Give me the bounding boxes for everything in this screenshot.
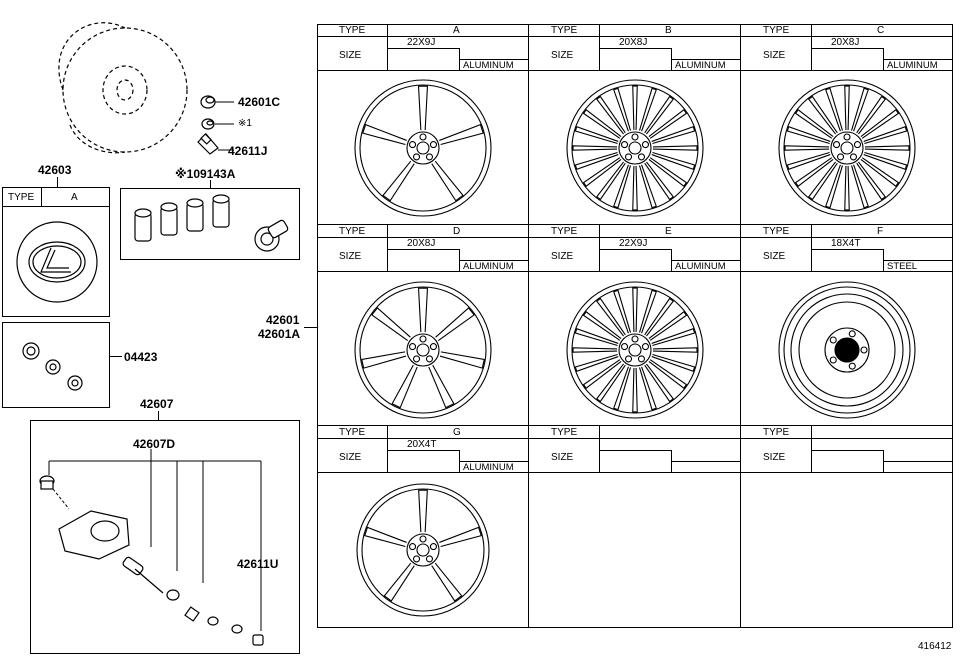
type-value: F bbox=[877, 226, 884, 237]
lexus-emblem-icon bbox=[16, 221, 98, 303]
type-value: B bbox=[665, 25, 672, 36]
wheel-lock-box bbox=[120, 188, 300, 260]
size-label: SIZE bbox=[339, 50, 362, 61]
size-label: SIZE bbox=[551, 452, 574, 463]
type-label: TYPE bbox=[763, 226, 790, 237]
wheel-c-icon bbox=[778, 79, 916, 217]
size-label: SIZE bbox=[763, 452, 786, 463]
material-value: STEEL bbox=[887, 261, 918, 272]
type-label: TYPE bbox=[551, 226, 578, 237]
size-value: 22X9J bbox=[407, 37, 436, 48]
tire-illustration bbox=[58, 22, 188, 154]
type-label: TYPE bbox=[763, 427, 790, 438]
type-value: A bbox=[453, 25, 460, 36]
type-label: TYPE bbox=[763, 25, 790, 36]
material-value: ALUMINUM bbox=[675, 261, 726, 272]
type-label: TYPE bbox=[551, 427, 578, 438]
type-value: D bbox=[453, 226, 461, 237]
figure-id: 416412 bbox=[918, 641, 952, 652]
type-value: G bbox=[453, 427, 461, 438]
wheel-cell-c: TYPE SIZE C 20X8J ALUMINUM bbox=[741, 24, 953, 225]
wheel-g-icon bbox=[356, 483, 490, 617]
tpms-box: 42607D 42611U bbox=[30, 420, 300, 654]
size-value: 18X4T bbox=[831, 238, 861, 249]
material-value: ALUMINUM bbox=[887, 60, 938, 71]
material-value: ALUMINUM bbox=[463, 60, 514, 71]
lug-nut-icon bbox=[197, 95, 234, 155]
wheel-cell-f: TYPE SIZE F 18X4T STEEL bbox=[741, 225, 953, 426]
part-42603-label: 42603 bbox=[38, 163, 72, 177]
part-42607-label: 42607 bbox=[140, 397, 174, 411]
size-label: SIZE bbox=[339, 452, 362, 463]
size-label: SIZE bbox=[763, 251, 786, 262]
valve-caps-icon bbox=[22, 342, 83, 391]
wheel-cell-g: TYPE SIZE G 20X4T ALUMINUM bbox=[317, 426, 529, 627]
size-label: SIZE bbox=[763, 50, 786, 61]
material-value: ALUMINUM bbox=[675, 60, 726, 71]
part-09143a-label: ※109143A bbox=[175, 167, 236, 181]
type-label: TYPE bbox=[339, 427, 366, 438]
wheel-cell-empty-7: TYPE SIZE bbox=[529, 426, 741, 627]
type-label: TYPE bbox=[551, 25, 578, 36]
wheel-cell-e: TYPE SIZE E 22X9J ALUMINUM bbox=[529, 225, 741, 426]
part-42601c-label: 42601C bbox=[238, 95, 281, 109]
part-04423-label: 04423 bbox=[124, 350, 158, 364]
wheel-lock-set-icon bbox=[134, 194, 289, 252]
material-value: ALUMINUM bbox=[463, 261, 514, 272]
size-label: SIZE bbox=[339, 251, 362, 262]
part-42601-label: 42601 bbox=[266, 313, 300, 327]
part-42601a-label: 42601A bbox=[258, 327, 301, 341]
hub-cap-box: TYPE A bbox=[2, 187, 110, 317]
size-value: 20X8J bbox=[619, 37, 648, 48]
type-value: E bbox=[665, 226, 672, 237]
part-42607d-label: 42607D bbox=[133, 437, 176, 451]
part-42611u-label: 42611U bbox=[237, 557, 279, 571]
wheel-e-icon bbox=[566, 281, 704, 419]
wheel-cell-d: TYPE SIZE D 20X8J ALUMINUM bbox=[317, 225, 529, 426]
tpms-sensor-assembly-icon bbox=[39, 449, 264, 646]
wheel-d-icon bbox=[354, 281, 492, 419]
material-value: ALUMINUM bbox=[463, 462, 514, 473]
type-label: TYPE bbox=[339, 25, 366, 36]
wheel-f-icon bbox=[778, 281, 916, 419]
wheel-cell-b: TYPE SIZE B 20X8J ALUMINUM bbox=[529, 24, 741, 225]
wheel-cell-a: TYPE SIZE A 22X9J ALUMINUM bbox=[317, 24, 529, 225]
type-label: TYPE bbox=[339, 226, 366, 237]
cap-type-value: A bbox=[71, 192, 78, 203]
wheel-type-table: TYPE SIZE A 22X9J ALUMINUM TYPE SIZE B 20X8J ALU… bbox=[317, 24, 953, 628]
wheel-b-icon bbox=[566, 79, 704, 217]
size-label: SIZE bbox=[551, 251, 574, 262]
size-value: 20X8J bbox=[831, 37, 860, 48]
note1-label: ※1 bbox=[238, 118, 252, 129]
valve-cap-box bbox=[2, 322, 110, 408]
wheel-cell-empty-8: TYPE SIZE bbox=[741, 426, 953, 627]
size-label: SIZE bbox=[551, 50, 574, 61]
wheel-drawings bbox=[354, 79, 916, 617]
wheel-a-icon bbox=[354, 79, 492, 217]
part-42611j-label: 42611J bbox=[228, 144, 268, 158]
cap-type-label: TYPE bbox=[8, 192, 35, 203]
size-value: 22X9J bbox=[619, 238, 648, 249]
size-value: 20X4T bbox=[407, 439, 437, 450]
type-value: C bbox=[877, 25, 885, 36]
size-value: 20X8J bbox=[407, 238, 436, 249]
